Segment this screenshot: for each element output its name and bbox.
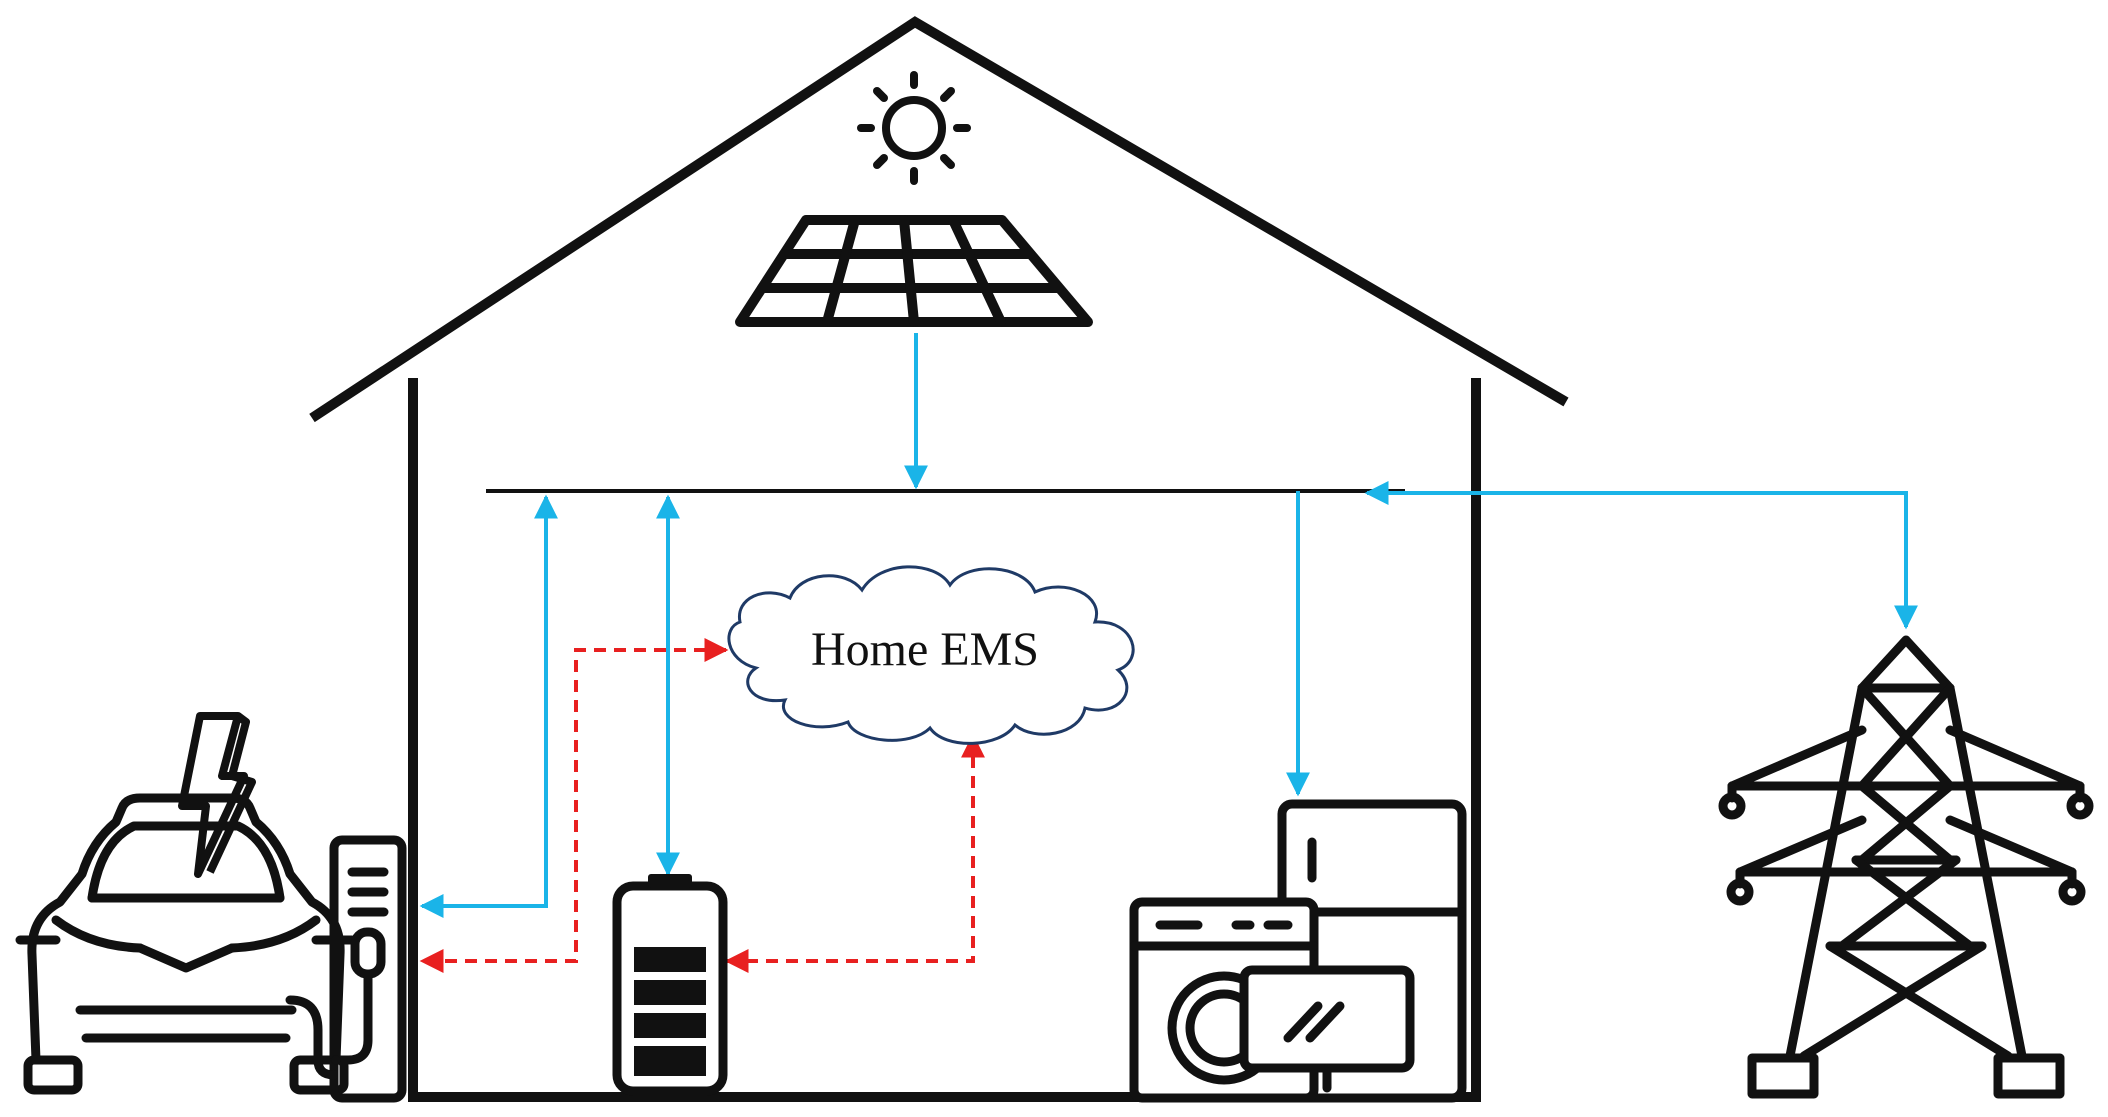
bus-grid-arrow	[1364, 481, 1918, 630]
home-appliances-icon	[1129, 799, 1467, 1103]
electric-car-icon	[15, 793, 357, 1095]
ems-battery-link	[724, 733, 985, 973]
control-flows	[419, 638, 985, 973]
bus-charger-arrow	[419, 494, 558, 918]
roof-line	[309, 16, 1569, 423]
transmission-tower-icon	[1718, 635, 2094, 1099]
solar-panel-icon	[735, 215, 1093, 327]
home-ems-label: Home EMS	[811, 623, 1039, 676]
battery-icon	[612, 874, 728, 1096]
home-ems-cloud: Home EMS	[727, 565, 1135, 745]
ev-charger-icon	[285, 835, 407, 1103]
power-flows	[419, 333, 1918, 918]
ems-charger-link	[419, 638, 729, 973]
sun-icon	[857, 71, 971, 185]
cloud-icon	[727, 565, 1135, 745]
